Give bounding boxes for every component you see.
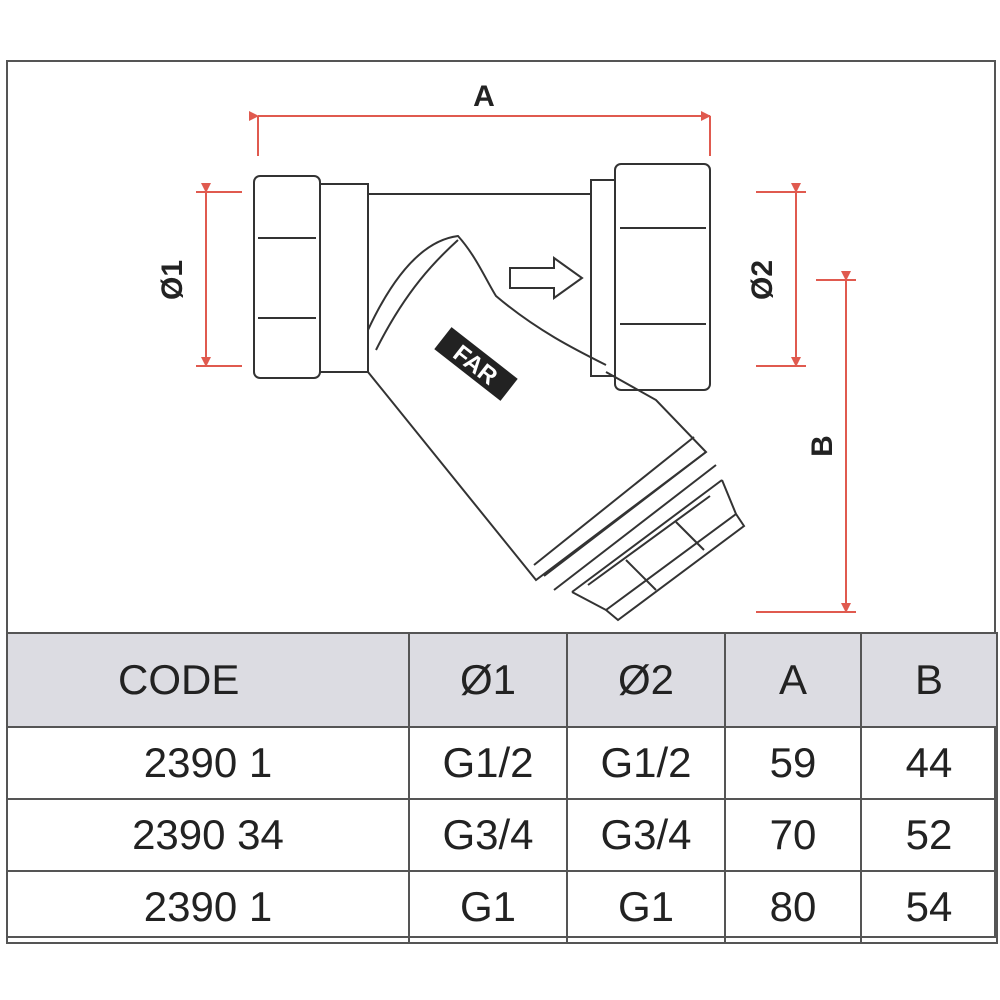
cell-d1: G1/2 [408, 726, 568, 800]
table-header-row: CODE Ø1 Ø2 A B [6, 632, 998, 728]
dimension-label-d1: Ø1 [156, 260, 189, 300]
cell-d2: G1/2 [566, 726, 726, 800]
y-strainer-body [253, 163, 746, 622]
dimension-table: CODE Ø1 Ø2 A B 2390 1 G1/2 G1/2 59 44 23… [6, 632, 998, 944]
cell-d1: G1 [408, 870, 568, 944]
cell-code: 2390 34 [6, 798, 410, 872]
header-b: B [860, 632, 998, 728]
cell-b: 52 [860, 798, 998, 872]
flow-direction-icon [509, 256, 584, 300]
cell-d2: G3/4 [566, 798, 726, 872]
cell-a: 59 [724, 726, 862, 800]
cell-a: 80 [724, 870, 862, 944]
cell-d1: G3/4 [408, 798, 568, 872]
cell-b: 44 [860, 726, 998, 800]
dimension-label-a: A [473, 80, 495, 113]
table-row: 2390 1 G1/2 G1/2 59 44 [6, 726, 998, 800]
cell-b: 54 [860, 870, 998, 944]
dimension-label-b: B [806, 435, 839, 457]
table-row: 2390 1 G1 G1 80 54 [6, 870, 998, 944]
cell-d2: G1 [566, 870, 726, 944]
dimension-label-d2: Ø2 [746, 260, 779, 300]
cell-a: 70 [724, 798, 862, 872]
header-a: A [724, 632, 862, 728]
brand-logo: FAR [434, 327, 518, 401]
cell-code: 2390 1 [6, 870, 410, 944]
table-row: 2390 34 G3/4 G3/4 70 52 [6, 798, 998, 872]
cell-code: 2390 1 [6, 726, 410, 800]
header-code: CODE [6, 632, 410, 728]
strainer-technical-drawing: FAR A Ø1 Ø2 B [156, 80, 856, 622]
header-d2: Ø2 [566, 632, 726, 728]
header-d1: Ø1 [408, 632, 568, 728]
